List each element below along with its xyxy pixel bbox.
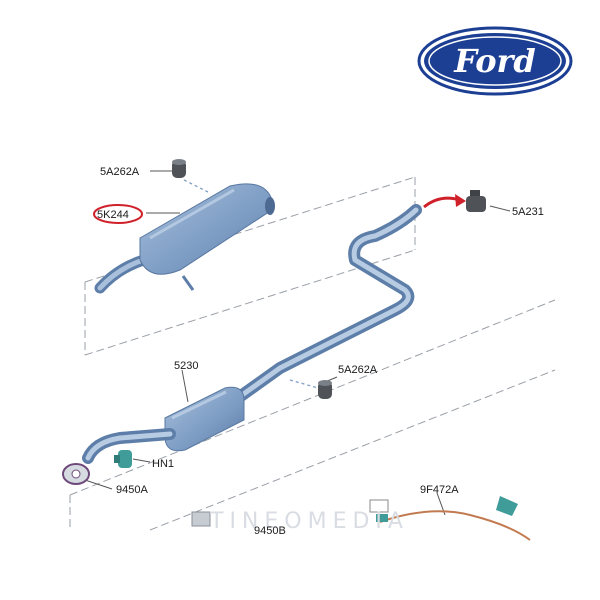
label-5a231: 5A231 — [512, 206, 544, 218]
dashed-outline — [69, 176, 556, 531]
label-5230: 5230 — [174, 360, 198, 372]
red-arrow-head — [455, 194, 466, 207]
label-5k244: 5K244 — [97, 209, 129, 221]
label-5a262a-top: 5A262A — [100, 166, 140, 178]
bolt-part — [191, 511, 211, 527]
rubber-insulator-mid — [318, 380, 332, 399]
label-9450b: 9450B — [254, 525, 286, 537]
oxygen-sensor — [369, 496, 531, 541]
ford-logo-text: Ford — [453, 42, 536, 80]
watermark: TINEOMEDIA — [209, 509, 409, 534]
rubber-insulator-top — [172, 159, 186, 178]
label-9f472a: 9F472A — [420, 484, 459, 496]
front-pipe — [82, 428, 176, 464]
intermediate-pipe — [232, 204, 422, 404]
label-hn1: HN1 — [152, 458, 174, 470]
label-5a262a-mid: 5A262A — [338, 364, 378, 376]
gasket-9450a — [62, 463, 90, 485]
hanger-dashes — [183, 179, 319, 389]
label-9450a: 9450A — [116, 484, 148, 496]
ford-oval — [424, 33, 566, 89]
leader-lines — [84, 170, 511, 516]
center-muffler — [164, 386, 245, 452]
highlight-ring — [93, 204, 143, 224]
hanger-5a231 — [466, 190, 486, 212]
red-arrow — [423, 196, 461, 209]
ford-logo: Ford — [417, 26, 573, 96]
rear-muffler — [94, 183, 275, 294]
hanger-hn1 — [114, 450, 132, 468]
